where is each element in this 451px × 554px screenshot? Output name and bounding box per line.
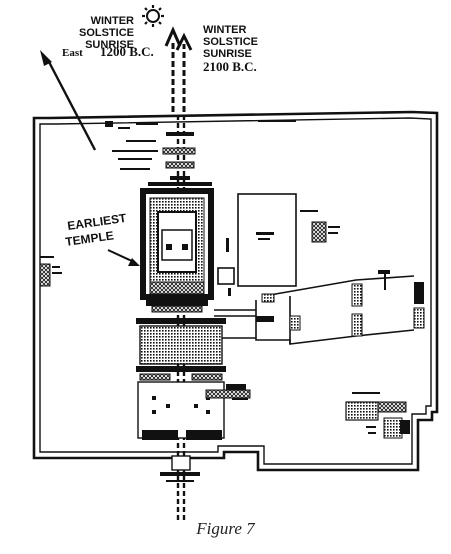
label-winter-sunrise-2100-line2: SOLSTICE	[203, 36, 258, 48]
south-gate	[160, 455, 200, 482]
label-winter-sunrise-2100-line3: SUNRISE	[203, 48, 252, 60]
label-east: East	[62, 47, 83, 59]
upper-axis-structures	[148, 132, 212, 186]
west-small-building	[39, 263, 62, 287]
label-winter-sunrise-1200-line2: SOLSTICE	[79, 27, 134, 39]
label-winter-sunrise-1200-line1: WINTER	[91, 15, 134, 27]
earliest-temple-complex	[140, 188, 214, 313]
east-direction-arrow	[40, 50, 97, 151]
label-winter-sunrise-1200-line3: SUNRISE	[85, 39, 134, 51]
side-shrine	[205, 384, 251, 399]
southeast-temple	[345, 392, 410, 439]
enclosure-wall	[32, 110, 439, 472]
label-date-1200: 1200 B.C.	[100, 44, 154, 59]
east-small-building	[311, 221, 340, 243]
figure-caption: Figure 7	[196, 519, 255, 538]
annotation-marks	[40, 140, 380, 400]
label-winter-sunrise-2100-line1: WINTER	[203, 24, 246, 36]
small-chapel	[217, 238, 235, 296]
hypostyle-hall	[136, 318, 226, 381]
earliest-temple-arrow	[107, 249, 140, 266]
east-wing-pylons	[256, 270, 425, 337]
top-wall-annotations	[105, 120, 296, 129]
sunrise-direction-arrows	[164, 26, 193, 112]
label-earliest-temple-line2: TEMPLE	[64, 228, 114, 249]
sun-icon	[142, 5, 164, 27]
label-date-2100: 2100 B.C.	[203, 59, 257, 74]
sacred-lake	[237, 193, 297, 287]
